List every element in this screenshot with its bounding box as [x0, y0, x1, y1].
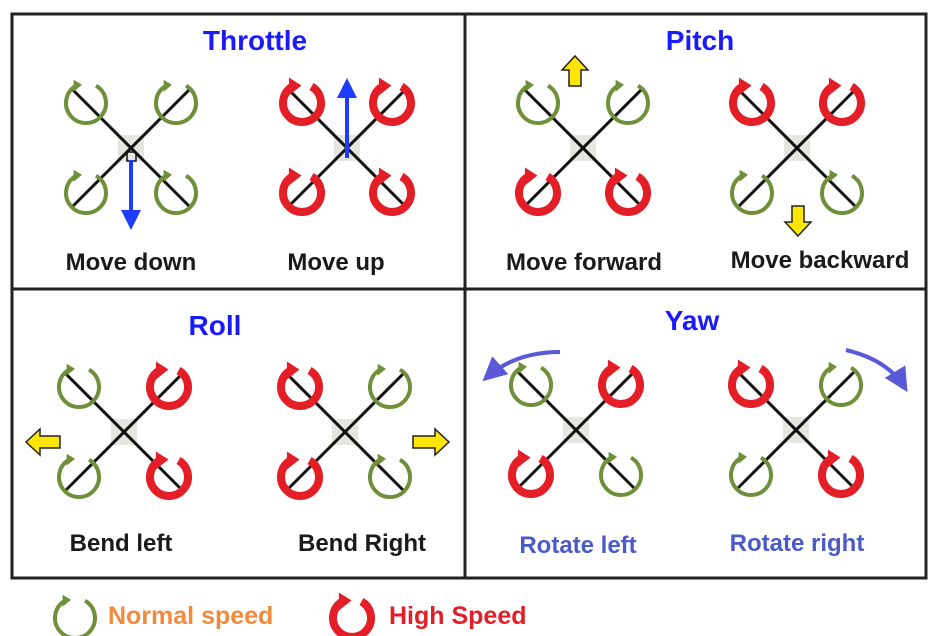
rotor-front-right-high-speed-icon [819, 77, 865, 126]
rotor-rear-left-normal-speed-icon [57, 453, 101, 499]
rotor-front-right-high-speed-icon [598, 359, 644, 408]
rotor-rear-left-high-speed-icon [508, 449, 554, 498]
rotor-front-left-normal-speed-icon [57, 363, 101, 409]
caption-bend-left: Bend left [70, 530, 173, 557]
rotor-front-right-normal-speed-icon [368, 363, 412, 409]
yaw-title: Yaw [665, 305, 720, 336]
rotor-front-left-normal-speed-icon [509, 361, 553, 407]
rotor-front-left-normal-speed-icon [64, 79, 108, 125]
drone-arm [736, 370, 856, 490]
caption-move-backward: Move backward [731, 247, 910, 274]
throttle-title: Throttle [203, 25, 307, 56]
rotor-rear-right-normal-speed-icon [368, 453, 412, 499]
quadcopter-throttle-down [64, 79, 198, 215]
rotor-front-right-high-speed-icon [369, 77, 415, 126]
rotor-rear-right-normal-speed-icon [599, 451, 643, 497]
quadcopter-pitch-forward [515, 79, 651, 216]
caption-rotate-right: Rotate right [730, 530, 865, 557]
roll-title: Roll [189, 310, 242, 341]
rotor-front-right-normal-speed-icon [819, 361, 863, 407]
rotor-rear-left-high-speed-icon [277, 451, 323, 500]
legend-normal-rotor [53, 594, 97, 636]
drone-arm [71, 88, 191, 208]
quadcopter-yaw-left [508, 359, 644, 498]
panel-grid-frame [10, 12, 928, 580]
legend-high-rotor [329, 592, 375, 636]
pitch-title: Pitch [666, 25, 734, 56]
backward-arrow-icon [783, 205, 813, 238]
rotor-rear-right-high-speed-icon [369, 167, 415, 216]
rotor-rear-right-high-speed-icon [818, 449, 864, 498]
right-arrow-icon [412, 427, 451, 457]
rotor-front-left-high-speed-icon [279, 77, 325, 126]
quadcopter-throttle-up [279, 77, 415, 216]
rotor-rear-right-normal-speed-icon [154, 169, 198, 215]
legend-high-label: High Speed [389, 602, 527, 630]
rotor-front-left-high-speed-icon [277, 361, 323, 410]
rotor-rear-right-high-speed-icon [605, 167, 651, 216]
quadcopter-yaw-right [728, 359, 864, 498]
rotor-rear-right-normal-speed-icon [820, 169, 864, 215]
rotor-rear-left-high-speed-icon [279, 167, 325, 216]
drone-arm [737, 88, 857, 208]
quadcopter-roll-left [57, 361, 192, 500]
rotate-left-arrow-icon [482, 350, 561, 382]
quadcopter-pitch-backward [729, 77, 865, 215]
rotor-rear-left-normal-speed-icon [64, 169, 108, 215]
drone-arm [64, 372, 184, 492]
drone-arm [523, 88, 643, 208]
rotor-front-right-high-speed-icon [146, 361, 192, 410]
down-arrow-icon [121, 151, 141, 230]
caption-bend-right: Bend Right [298, 530, 426, 557]
rotor-rear-right-high-speed-icon [146, 451, 192, 500]
high-speed-icon [329, 592, 375, 636]
drone-arm [516, 370, 636, 490]
forward-arrow-icon [560, 54, 590, 87]
quadcopter-roll-right [277, 361, 412, 500]
rotor-rear-left-normal-speed-icon [729, 451, 773, 497]
normal-speed-icon [53, 594, 97, 636]
legend-normal-label: Normal speed [108, 602, 273, 630]
rotor-front-left-normal-speed-icon [516, 79, 560, 125]
rotor-front-right-normal-speed-icon [606, 79, 650, 125]
caption-move-forward: Move forward [506, 249, 662, 276]
rotor-rear-left-normal-speed-icon [730, 169, 774, 215]
rotor-rear-left-high-speed-icon [515, 167, 561, 216]
caption-move-down: Move down [66, 249, 197, 276]
rotate-right-arrow-icon [845, 348, 908, 393]
caption-rotate-left: Rotate left [519, 532, 636, 559]
drone-arm [285, 372, 405, 492]
caption-move-up: Move up [287, 249, 384, 276]
rotor-front-left-high-speed-icon [729, 77, 775, 126]
rotor-front-right-normal-speed-icon [154, 79, 198, 125]
rotor-front-left-high-speed-icon [728, 359, 774, 408]
left-arrow-icon [24, 427, 61, 457]
